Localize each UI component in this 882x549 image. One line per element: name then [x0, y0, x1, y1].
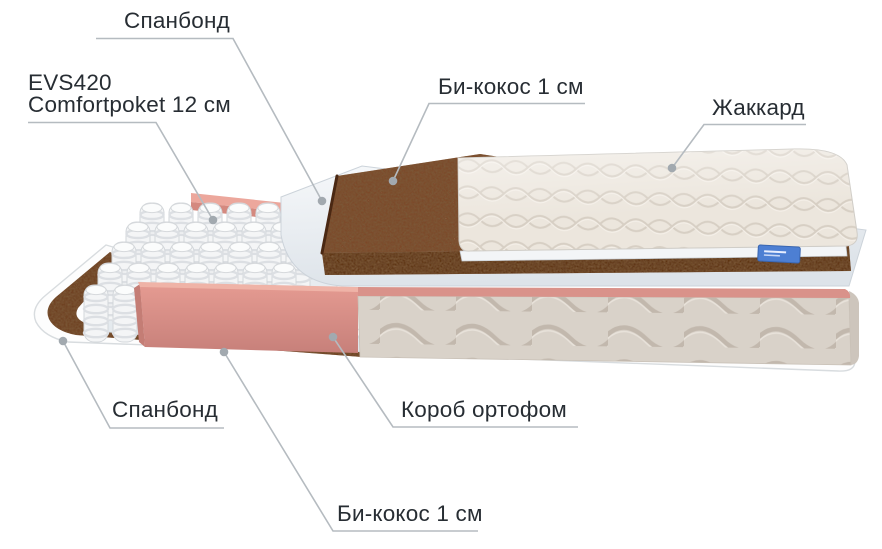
leader-dot-spanbond-top	[317, 196, 327, 206]
leader-line-korob	[332, 336, 578, 428]
leader-line-jacquard	[671, 123, 806, 169]
leader-dot-spanbond-bottom	[58, 336, 68, 346]
label-korob-ortofom: Короб ортофом	[401, 397, 567, 422]
leader-dot-bicocos-top	[388, 176, 398, 186]
label-jacquard: Жаккард	[712, 95, 805, 120]
wave-foam-side	[357, 287, 859, 366]
brand-tag	[757, 244, 801, 264]
label-bicocos-bottom: Би-кокос 1 см	[337, 501, 483, 526]
label-bicocos-top: Би-кокос 1 см	[438, 74, 584, 99]
leader-line-spanbond-top	[96, 37, 323, 202]
leader-line-spanbond-bottom	[62, 340, 224, 429]
label-evs420-comfortpoket: EVS420 Comfortpoket 12 см	[28, 70, 231, 117]
leader-dot-evs	[208, 215, 218, 225]
label-spanbond-top: Спанбонд	[124, 8, 230, 33]
leader-dot-korob	[328, 332, 338, 342]
label-evs420-line1: EVS420	[28, 70, 112, 95]
label-evs420-line2: Comfortpoket 12 см	[28, 92, 231, 117]
leader-line-evs	[28, 121, 214, 221]
leader-dot-jacquard	[667, 163, 677, 173]
ortho-foam-box	[134, 282, 358, 353]
leader-line-bicocos-bottom	[223, 351, 478, 532]
jacquard-cover	[457, 148, 858, 264]
leader-line-bicocos-top	[392, 102, 585, 182]
leader-dot-bicocos-bottom	[219, 347, 229, 357]
label-spanbond-bottom: Спанбонд	[112, 397, 218, 422]
